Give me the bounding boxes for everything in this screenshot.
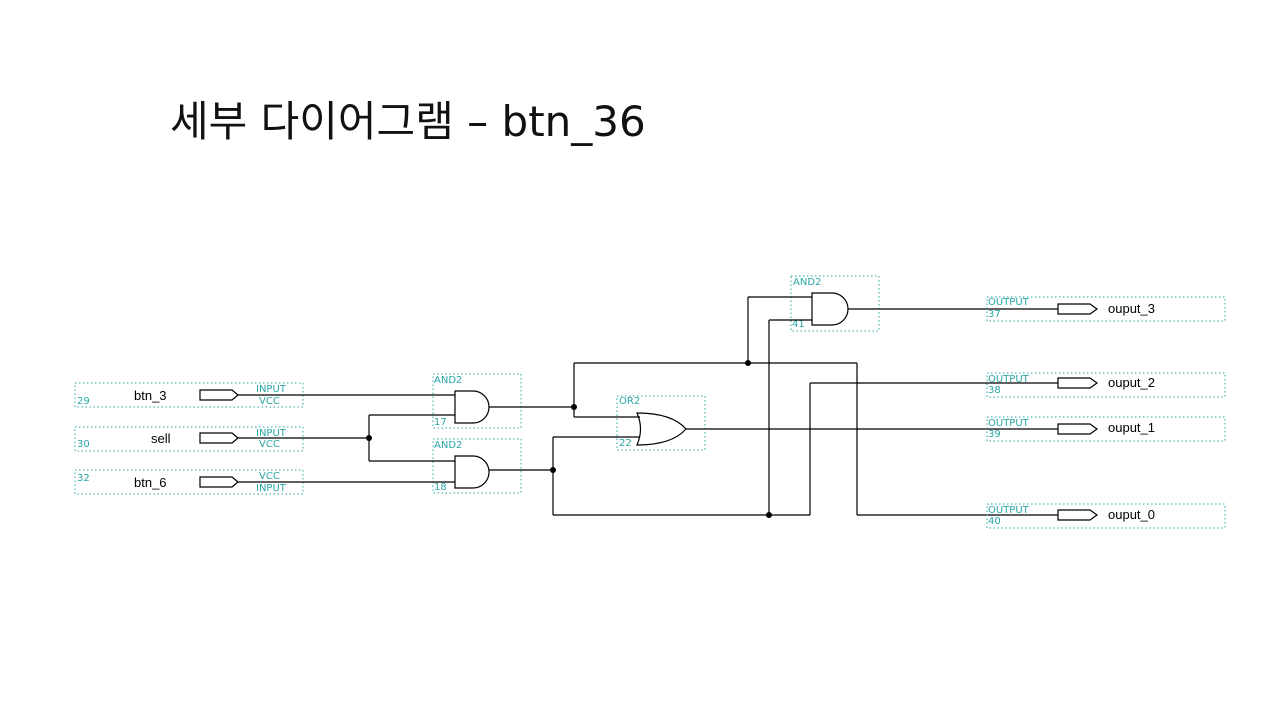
power-label: VCC (259, 439, 280, 450)
output-label: ouput_0 (1108, 507, 1155, 522)
or-gate-22: OR2 22 (616, 395, 706, 451)
input-label: btn_6 (134, 475, 167, 490)
input-type: INPUT (256, 428, 287, 439)
wires (238, 296, 1058, 516)
input-type: INPUT (256, 384, 287, 395)
output-type: OUTPUT (988, 297, 1030, 308)
output-label: ouput_3 (1108, 301, 1155, 316)
gate-id: 41 (792, 319, 805, 330)
pin-number: 30 (77, 439, 90, 450)
and-gate-17: AND2 17 (432, 373, 522, 429)
input-label: sell (151, 431, 171, 446)
output-type: OUTPUT (988, 505, 1030, 516)
gate-type: AND2 (434, 375, 462, 386)
output-ouput-3: OUTPUT 37 ouput_3 (986, 296, 1226, 322)
and-gate-18: AND2 18 (432, 438, 522, 494)
input-label: btn_3 (134, 388, 167, 403)
junction-dots (366, 360, 772, 518)
output-type: OUTPUT (988, 374, 1030, 385)
output-ouput-1: OUTPUT 39 ouput_1 (986, 416, 1226, 442)
pin-number: 37 (988, 309, 1001, 320)
power-label: VCC (259, 396, 280, 407)
pin-number: 40 (988, 516, 1001, 527)
output-ouput-2: OUTPUT 38 ouput_2 (986, 372, 1226, 398)
and-gate-41: AND2 41 (790, 275, 880, 332)
output-type: OUTPUT (988, 418, 1030, 429)
gate-id: 17 (434, 417, 447, 428)
pin-number: 32 (77, 473, 90, 484)
gate-type: AND2 (793, 277, 821, 288)
pin-number: 39 (988, 429, 1001, 440)
output-ouput-0: OUTPUT 40 ouput_0 (986, 503, 1226, 529)
input-btn-3: 29 btn_3 INPUT VCC (74, 382, 304, 408)
gate-id: 22 (619, 438, 632, 449)
power-label: VCC (259, 471, 280, 482)
slide-title: 세부 다이어그램 – btn_36 (170, 97, 646, 146)
pin-number: 29 (77, 396, 90, 407)
gate-type: AND2 (434, 440, 462, 451)
gate-type: OR2 (619, 396, 640, 407)
gate-id: 18 (434, 482, 447, 493)
input-sell: 30 sell INPUT VCC (74, 426, 304, 452)
output-label: ouput_2 (1108, 375, 1155, 390)
input-type: INPUT (256, 483, 287, 494)
pin-number: 38 (988, 385, 1001, 396)
output-label: ouput_1 (1108, 420, 1155, 435)
